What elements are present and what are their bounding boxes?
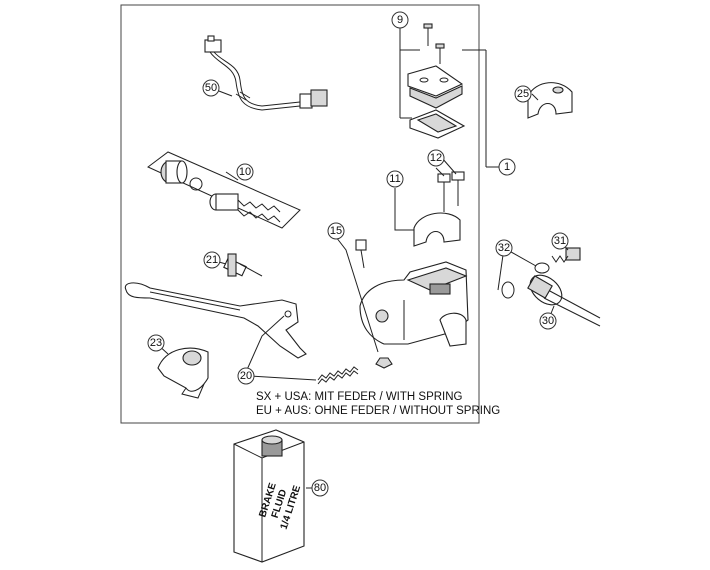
part-11-12-clamp-bolts xyxy=(413,171,465,247)
part-30-brake-hose xyxy=(527,274,601,327)
part-32-seal-washers xyxy=(501,262,550,299)
part-15-pivot-bolt xyxy=(355,239,393,369)
callout-21: 21 xyxy=(203,251,221,269)
part-10-piston-kit xyxy=(147,151,301,229)
callout-80: 80 xyxy=(311,479,329,497)
callout-11: 11 xyxy=(386,170,404,188)
callout-50: 50 xyxy=(202,79,220,97)
callout-12-label: 12 xyxy=(430,152,442,164)
callout-25-label: 25 xyxy=(517,88,529,100)
callout-15-label: 15 xyxy=(330,225,342,237)
part-9-reservoir-cover xyxy=(407,23,466,139)
spring-note-sx-usa: SX + USA: MIT FEDER / WITH SPRING xyxy=(256,391,463,403)
part-20-spring xyxy=(317,366,359,385)
assembly-frame xyxy=(120,4,480,424)
part-50-wire-harness xyxy=(204,35,328,111)
callout-21-label: 21 xyxy=(206,254,218,266)
callout-1-label: 1 xyxy=(504,161,510,173)
callout-32: 32 xyxy=(495,239,513,257)
callout-11-label: 11 xyxy=(389,173,400,185)
callout-10: 10 xyxy=(236,163,254,181)
hand-lever xyxy=(124,282,307,359)
callout-10-label: 10 xyxy=(239,166,251,178)
part-80-brake-fluid-can xyxy=(233,429,305,563)
callout-32-label: 32 xyxy=(498,242,510,254)
callout-23: 23 xyxy=(147,334,165,352)
part-31-banjo-bolt xyxy=(551,247,581,263)
master-cylinder-body xyxy=(359,261,469,347)
spring-note-eu-aus: EU + AUS: OHNE FEDER / WITHOUT SPRING xyxy=(256,405,500,417)
callout-9: 9 xyxy=(391,11,409,29)
callout-80-label: 80 xyxy=(314,482,326,494)
callout-20-label: 20 xyxy=(240,370,252,382)
callout-12: 12 xyxy=(427,149,445,167)
callout-23-label: 23 xyxy=(150,337,162,349)
callout-9-label: 9 xyxy=(397,14,403,26)
callout-31-label: 31 xyxy=(554,235,566,247)
callout-25: 25 xyxy=(514,85,532,103)
callout-30: 30 xyxy=(539,312,557,330)
callout-15: 15 xyxy=(327,222,345,240)
callout-31: 31 xyxy=(551,232,569,250)
part-23-lever-guard xyxy=(157,347,209,399)
callout-20: 20 xyxy=(237,367,255,385)
callout-30-label: 30 xyxy=(542,315,554,327)
callout-1: 1 xyxy=(498,158,516,176)
part-25-handlebar-clamp xyxy=(527,82,573,119)
part-21-adjuster-screw xyxy=(223,253,263,277)
callout-50-label: 50 xyxy=(205,82,217,94)
